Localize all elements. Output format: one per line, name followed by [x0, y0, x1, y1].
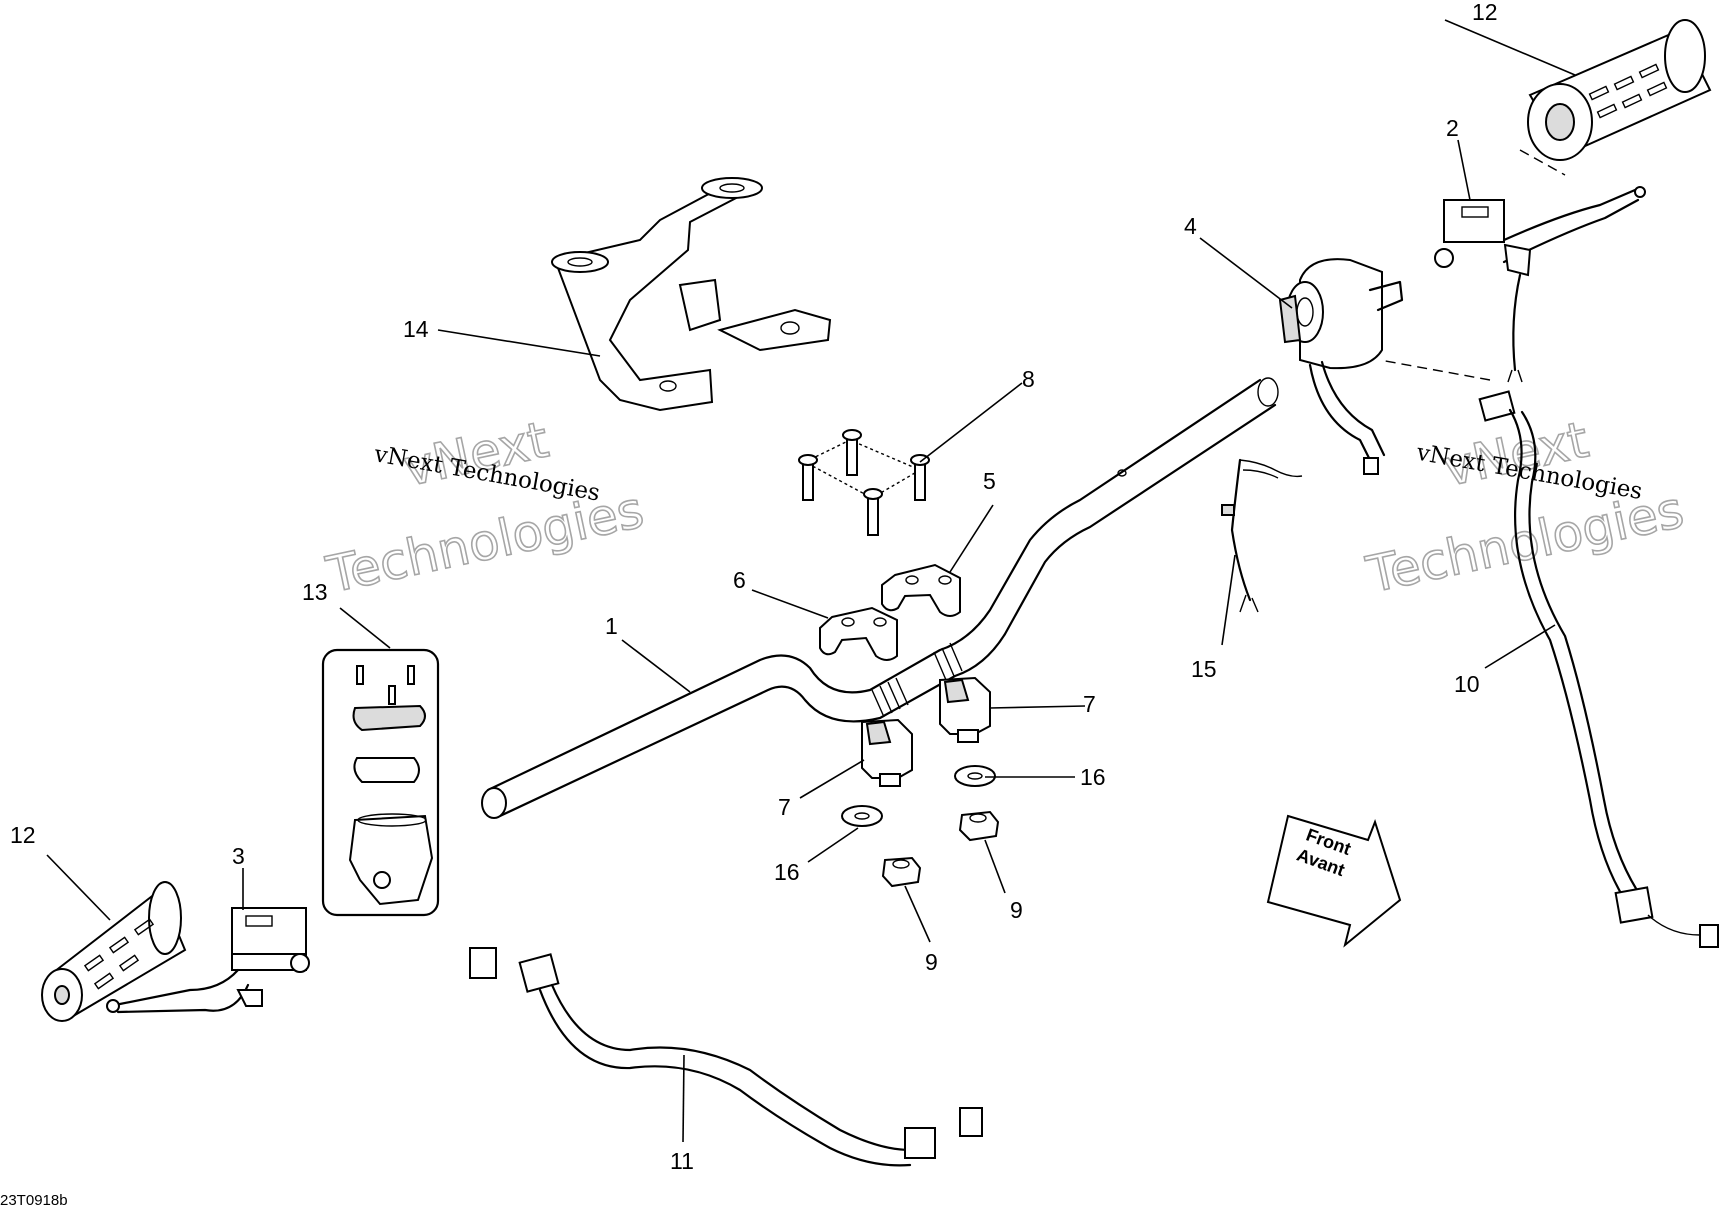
- callout-10: 10: [1454, 671, 1480, 697]
- callout-13: 13: [302, 579, 328, 605]
- part-2-brake-lever-right: [1434, 186, 1646, 383]
- part-8-bolts: [798, 429, 930, 536]
- callout-7b: 7: [778, 794, 791, 820]
- callout-11: 11: [670, 1148, 694, 1174]
- callout-8: 8: [1022, 366, 1035, 392]
- part-6-upper-clamp: [819, 606, 898, 661]
- callout-14: 14: [403, 316, 429, 342]
- callout-15: 15: [1191, 656, 1217, 682]
- watermark-right: vNext Technologies vNext Technologies: [1360, 410, 1689, 605]
- callout-7a: 7: [1083, 691, 1096, 717]
- callout-16b: 16: [774, 859, 800, 885]
- part-11-clutch-cable: [469, 947, 983, 1167]
- part-12-grip-left: [41, 881, 187, 1022]
- part-14-bracket: [551, 177, 832, 412]
- part-7-riser-right: [939, 676, 991, 743]
- callout-labels: 1 2 3 4 5 6 7 7 8 9 9 10 11 12 12 13 14 …: [10, 0, 1498, 1174]
- part-16-washer-left: [841, 805, 883, 827]
- callout-9b: 9: [925, 949, 938, 975]
- watermark-big-technologies: Technologies: [321, 481, 648, 605]
- part-9-nut-left: [881, 856, 922, 888]
- part-1-handlebar: [481, 377, 1279, 819]
- callout-9a: 9: [1010, 897, 1023, 923]
- part-12-grip-right: [1519, 19, 1712, 176]
- part-10-throttle-cable: [1379, 359, 1719, 948]
- front-direction-arrow: Front Avant: [1266, 814, 1402, 948]
- part-7-riser-left: [861, 718, 913, 787]
- part-13-master-cylinder-kit: [321, 648, 440, 917]
- drawing-code: 23T0918b: [0, 1192, 68, 1207]
- callout-4: 4: [1184, 213, 1197, 239]
- callout-3: 3: [232, 843, 245, 869]
- part-9-nut-right: [958, 810, 1000, 842]
- callout-5: 5: [983, 468, 996, 494]
- callout-16a: 16: [1080, 764, 1106, 790]
- leader-lines: [46, 19, 1576, 1143]
- callout-6: 6: [733, 567, 746, 593]
- callout-2: 2: [1446, 115, 1459, 141]
- part-3-clutch-lever-left: [106, 907, 310, 1014]
- part-16-washer-right: [954, 765, 996, 787]
- part-5-upper-clamp: [881, 563, 961, 617]
- callout-1: 1: [605, 613, 618, 639]
- part-4-switch-housing: [1278, 258, 1404, 475]
- part-15-wire-harness: [1221, 458, 1303, 613]
- callout-12b: 12: [10, 822, 36, 848]
- callout-12a: 12: [1472, 0, 1498, 25]
- watermark-left: vNext Technologies vNext Technologies: [320, 410, 649, 605]
